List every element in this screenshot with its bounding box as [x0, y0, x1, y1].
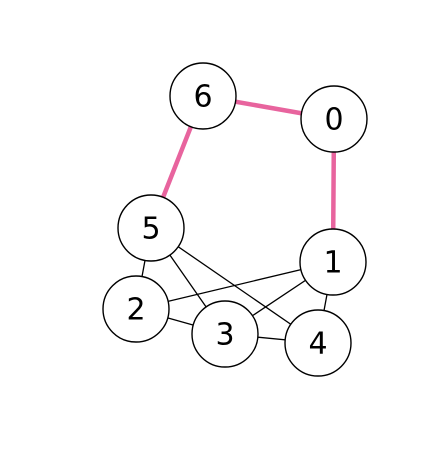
node-4-label: 4 [308, 327, 327, 362]
node-0-label: 0 [324, 103, 343, 138]
node-4: 4 [284, 309, 352, 377]
node-0: 0 [300, 85, 368, 153]
node-5: 5 [117, 194, 185, 262]
node-6: 6 [169, 62, 237, 130]
node-3: 3 [191, 300, 259, 368]
node-1: 1 [299, 228, 367, 296]
nodes-layer: 0 1 2 3 4 5 6 [102, 62, 368, 377]
node-2: 2 [102, 275, 170, 343]
node-6-label: 6 [193, 80, 212, 115]
edge-1-2 [135, 261, 334, 310]
node-1-label: 1 [323, 246, 342, 281]
node-3-label: 3 [215, 318, 234, 353]
node-2-label: 2 [126, 293, 145, 328]
node-5-label: 5 [141, 212, 160, 247]
